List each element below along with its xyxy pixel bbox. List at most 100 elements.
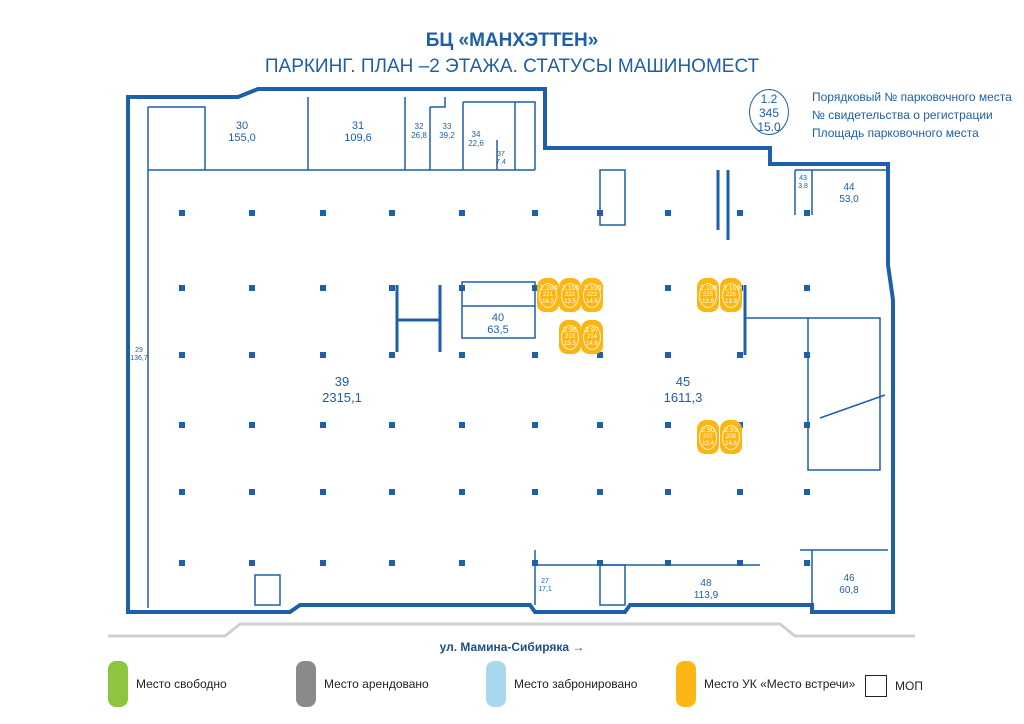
car-icon [486,661,506,707]
pillar [179,422,185,428]
key-number-label: Порядковый № парковочного места [812,90,1012,104]
pillar [179,210,185,216]
pillar [532,210,538,216]
pillar [804,422,810,428]
legend-free: Место свободно [108,661,227,707]
pillar [459,422,465,428]
pillar [459,210,465,216]
key-certificate-label: № свидетельства о регистрации [812,108,993,122]
outer-walls [126,87,895,614]
street-name: ул. Мамина-Сибиряка → [439,640,585,654]
pillar [804,352,810,358]
pillar [249,352,255,358]
pillar [249,489,255,495]
pillar [737,210,743,216]
pillar [320,560,326,566]
pillar [249,560,255,566]
key-number: 1.2 [760,92,778,106]
pillar [737,352,743,358]
pillar [459,560,465,566]
pillar [249,285,255,291]
legend-uk: Место УК «Место встречи» [676,661,855,707]
legend-key-oval: 1.2 345 15.0 [749,89,789,135]
pillar [320,352,326,358]
pillar [249,422,255,428]
pillar [389,285,395,291]
partition-walls [395,170,747,355]
pillar [597,210,603,216]
page-title: БЦ «МАНХЭТТЕН» [425,30,599,51]
pillar [532,489,538,495]
pillar [532,285,538,291]
key-area-label: Площадь парковочного места [812,126,979,140]
pillar [804,489,810,495]
car-icon [296,661,316,707]
pillar [665,210,671,216]
legend-rented: Место арендовано [296,661,429,707]
pillar [389,352,395,358]
pillar [737,560,743,566]
pillar [179,285,185,291]
pillar [389,422,395,428]
pillar [665,285,671,291]
mop-box-icon [865,675,887,697]
pillar [597,422,603,428]
pillar [532,352,538,358]
pillar [665,489,671,495]
pillar [459,489,465,495]
pillar [804,210,810,216]
pillar [320,422,326,428]
pillar [597,352,603,358]
pillar [459,352,465,358]
pillars [179,210,810,566]
pillar [804,285,810,291]
key-area: 15.0 [757,120,781,134]
pillar [389,489,395,495]
pillar [320,210,326,216]
inner-walls [147,97,888,608]
pillar [320,489,326,495]
pillar [737,489,743,495]
pillar [179,489,185,495]
car-icon [676,661,696,707]
pillar [665,422,671,428]
street-line [108,622,915,638]
pillar [179,352,185,358]
legend-mop: МОП [865,675,923,697]
pillar [597,560,603,566]
legend-reserved: Место забронировано [486,661,637,707]
pillar [320,285,326,291]
pillar [804,560,810,566]
pillar [179,560,185,566]
pillar [532,422,538,428]
